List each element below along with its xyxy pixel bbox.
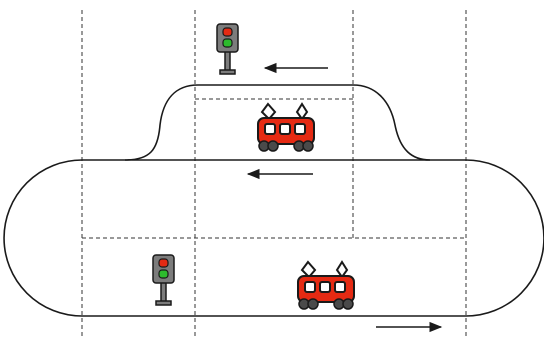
upper-train [257,103,315,152]
upper-signal [216,23,239,75]
guide-lines [81,10,467,338]
lower-train [297,261,355,310]
upper-siding-track [124,84,431,161]
main-loop-track [3,159,544,317]
lower-signal [152,254,175,306]
